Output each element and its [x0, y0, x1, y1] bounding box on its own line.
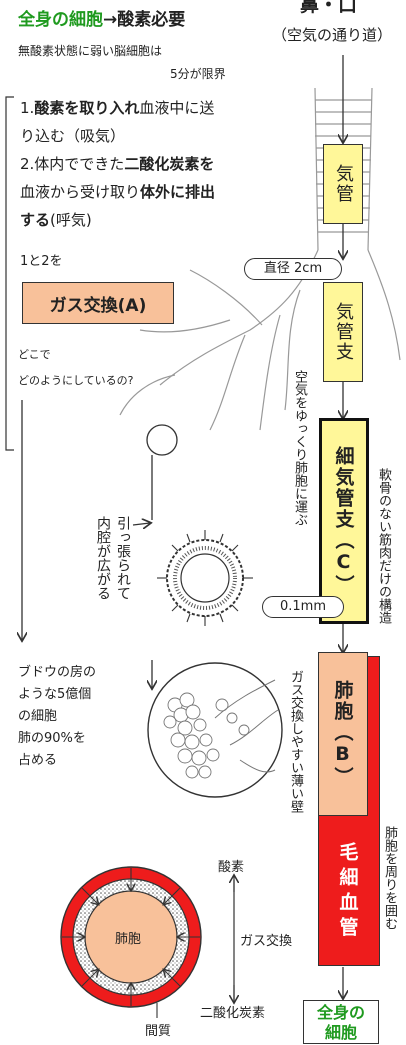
body-cells-line2: 細胞 — [324, 1023, 357, 1042]
no-cartilage-label: 軟骨のない筋肉だけの構造 — [376, 468, 391, 624]
trachea-box: 気管 — [323, 144, 363, 224]
functions-line3: 2.体内でできた二酸化炭素を — [20, 150, 280, 178]
functions-line1-bold: 酸素を取り入れ — [34, 99, 140, 117]
alveoli-cluster — [147, 662, 283, 798]
functions-line4-bold: 体外に排出 — [140, 183, 216, 201]
functions-line1: 1.酸素を取り入れ血液中に送 — [20, 94, 280, 122]
functions-line4: 血液から受け取り体外に排出 — [20, 178, 280, 206]
functions-line1-rest: 血液中に送 — [139, 99, 215, 117]
alveoli-desc-line2: ような5億個 — [18, 687, 92, 702]
functions-line4-start: 血液から受け取り — [20, 183, 141, 201]
nose-mouth-label: 鼻・口 — [300, 0, 358, 16]
thin-wall-label: ガス交換しやすい薄い壁 — [288, 670, 303, 813]
surround-label: 肺胞を周りを囲む — [382, 826, 397, 930]
alveoli-desc-line4: 肺の90%を — [18, 731, 86, 746]
bronchi-box: 気管支 — [323, 282, 363, 382]
title-part1: 全身の細胞 — [18, 10, 103, 30]
capillaries-label: 毛細血管 — [336, 842, 359, 942]
question-line2: どのようにしているの? — [18, 374, 134, 387]
co2-label: 二酸化炭素 — [200, 1006, 266, 1021]
alveoli-desc-line5: 占める — [18, 753, 58, 768]
functions-line5: する(呼気) — [20, 206, 280, 234]
alveoli-desc-line1: ブドウの房の — [18, 665, 97, 680]
body-cells-box: 全身の 細胞 — [303, 1000, 379, 1044]
bronchioles-box: 細気管支（C） — [319, 418, 369, 624]
functions-line1-num: 1. — [20, 99, 35, 117]
body-cells-line1: 全身の — [316, 1003, 365, 1022]
pulled-label-2: 内腔が広がる — [95, 516, 111, 600]
question-line1: どこで — [18, 348, 51, 361]
functions-line3-bold: 二酸化炭素を — [124, 155, 215, 173]
subtitle-line2: 5分が限界 — [170, 67, 226, 81]
subtitle-line1: 無酸素状態に弱い脳細胞は — [18, 44, 163, 58]
interstitium-label: 間質 — [145, 1024, 172, 1039]
alveoli-desc-line3: の細胞 — [18, 709, 58, 724]
diameter-01mm-pill: 0.1mm — [262, 596, 344, 618]
one-and-two-label: 1と2を — [20, 254, 63, 269]
functions-line2: り込む（吸気） — [20, 127, 126, 145]
diameter-2cm-pill: 直径 2cm — [244, 258, 342, 280]
pulled-label-1: 引っ張られて — [115, 516, 131, 600]
alveolus-cross-section — [60, 866, 202, 1018]
title-arrow: → — [103, 10, 118, 30]
functions-line5-bold: する — [20, 211, 51, 229]
gas-exchange-box-label: ガス交換(A) — [49, 295, 147, 316]
title-part2: 酸素必要 — [117, 10, 186, 30]
functions-text: 1.酸素を取り入れ血液中に送 り込む（吸気） 2.体内でできた二酸化炭素を 血液… — [20, 94, 280, 234]
functions-line5-rest: (呼気) — [50, 211, 92, 229]
bronchiole-cross-section — [157, 530, 253, 626]
airway-label: （空気の通り道） — [272, 26, 393, 44]
cross-section-center-label: 肺胞 — [115, 932, 142, 947]
alveoli-box: 肺胞（B） — [318, 652, 368, 816]
carry-air-label: 空気をゆっくり肺胞に運ぶ — [292, 370, 307, 526]
oxygen-label: 酸素 — [218, 860, 245, 875]
functions-line3-start: 2.体内でできた — [20, 155, 125, 173]
page-title: 全身の細胞→酸素必要 — [18, 5, 185, 30]
gas-exchange-label: ガス交換 — [240, 934, 293, 949]
alveoli-description: ブドウの房の ような5億個 の細胞 肺の90%を 占める — [18, 662, 96, 772]
gas-exchange-box: ガス交換(A) — [22, 282, 174, 324]
